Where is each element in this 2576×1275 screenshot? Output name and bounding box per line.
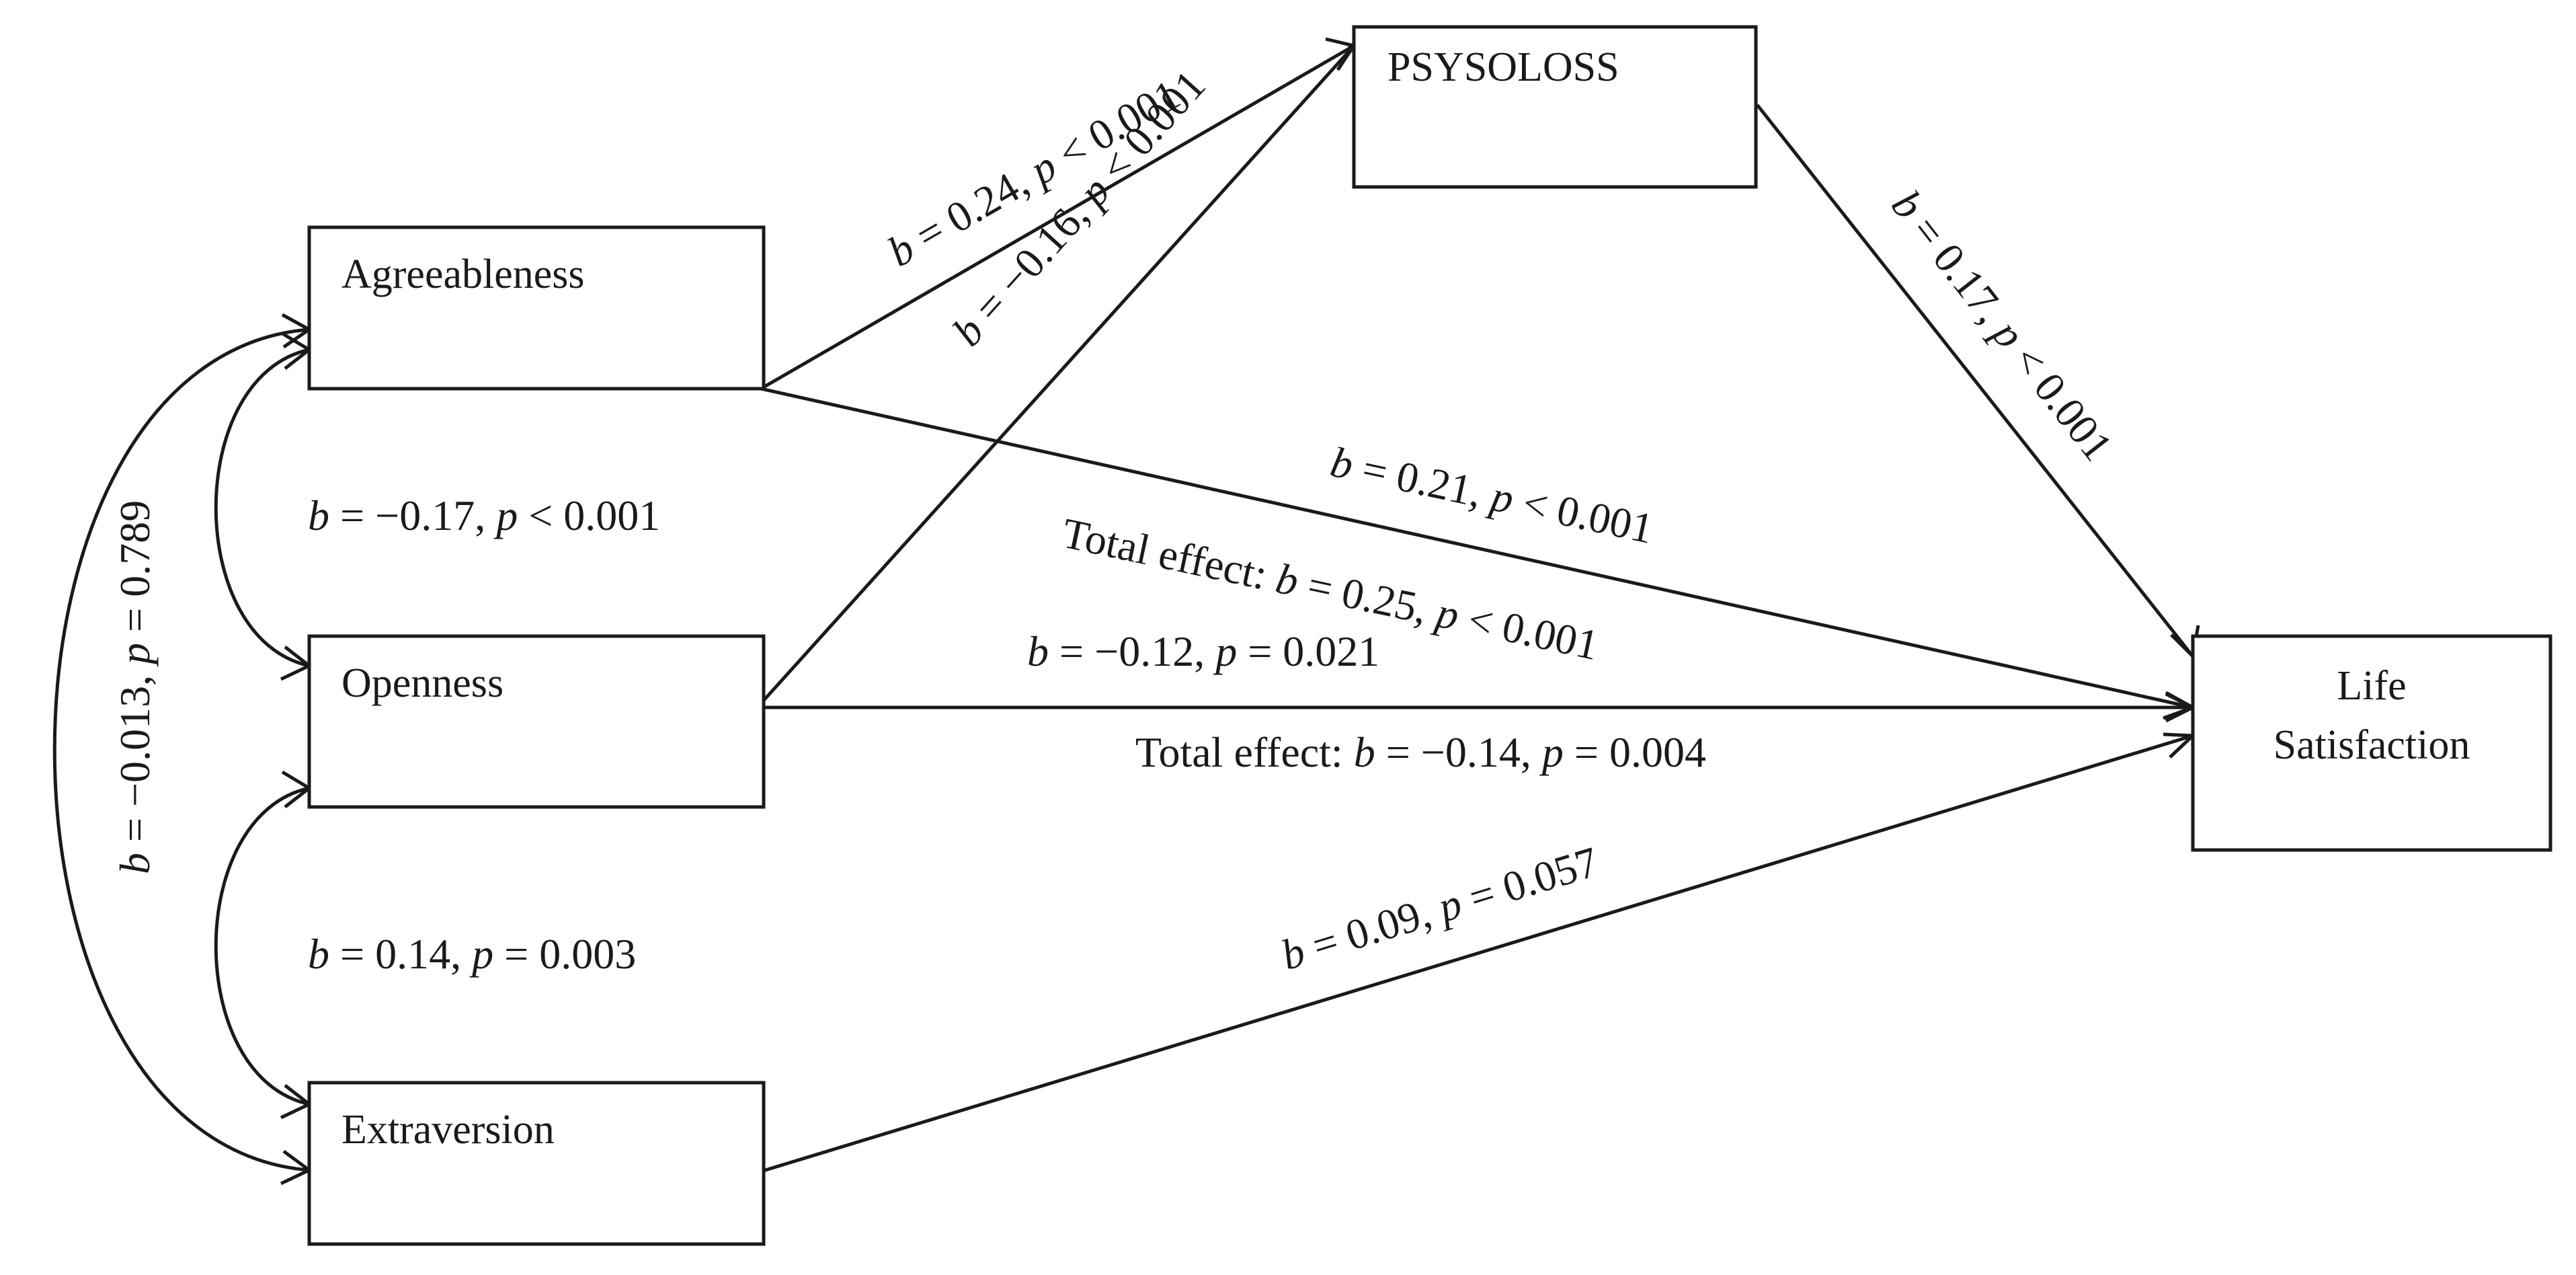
arrowhead	[281, 770, 313, 808]
label-open-to-life: b = −0.12, p = 0.021	[973, 627, 1412, 675]
node-openness: Openness	[307, 634, 766, 809]
label-extra-to-life: b = 0.09, p = 0.057	[1224, 828, 1634, 995]
label-open-to-life-total: Total effect: b = −0.14, p = 0.004	[1082, 728, 1738, 776]
edge-open-to-psysoloss	[760, 44, 1355, 705]
edge-open-to-life	[761, 692, 2197, 723]
node-extraversion: Extraversion	[307, 1081, 766, 1246]
label-cov-agree-open: b = −0.17, p < 0.001	[254, 492, 692, 539]
edge-extra-to-life	[760, 732, 2198, 1173]
node-life-satisfaction-line1: Life	[2337, 663, 2406, 709]
label-cov-open-extra: b = 0.14, p = 0.003	[254, 930, 668, 978]
label-cov-agree-extra: b = −0.013, p = 0.789	[111, 468, 159, 928]
node-agreeableness-label: Agreeableness	[341, 252, 585, 297]
label-agree-to-life: b = 0.21, p < 0.001	[1274, 426, 1689, 559]
node-life-satisfaction-line2: Satisfaction	[2273, 722, 2470, 768]
node-life-satisfaction: Life Satisfaction	[2191, 634, 2552, 852]
node-openness-label: Openness	[341, 660, 504, 706]
node-psysoloss-label: PSYSOLOSS	[1387, 44, 1619, 90]
arrowhead	[2163, 732, 2198, 759]
node-agreeableness: Agreeableness	[307, 225, 766, 391]
node-extraversion-label: Extraversion	[341, 1107, 555, 1153]
label-psysoloss-to-life: b = 0.17, p < 0.001	[1849, 139, 2142, 495]
covariance-agree-extra	[52, 313, 313, 1186]
node-psysoloss: PSYSOLOSS	[1352, 25, 1758, 189]
edge-psysoloss-to-life	[1756, 104, 2200, 660]
